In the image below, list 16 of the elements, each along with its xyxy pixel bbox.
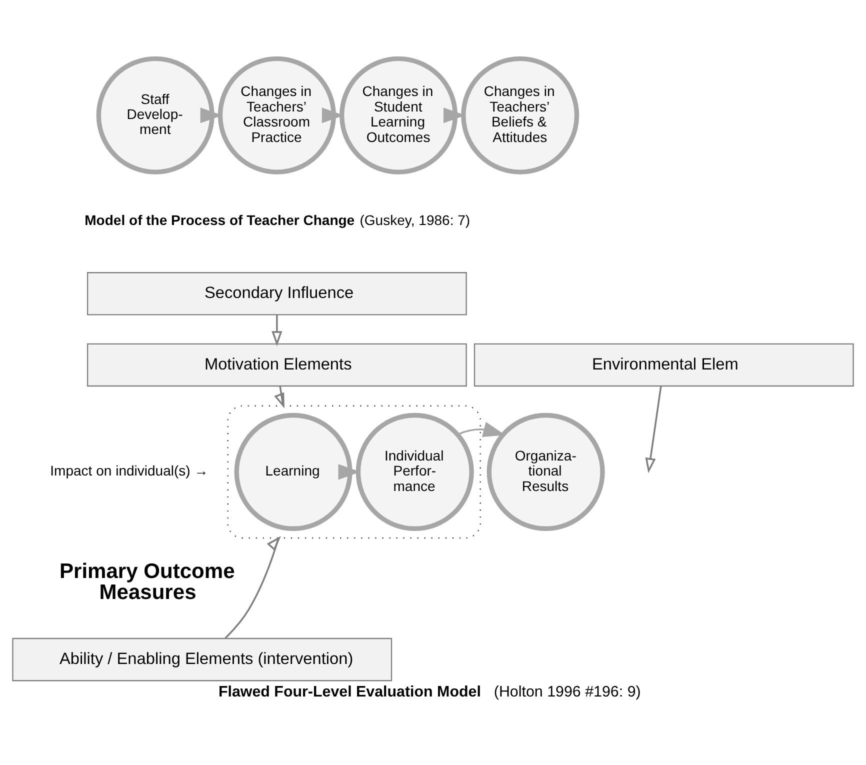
label: Model of the Process of Teacher Change (Guskey, 1986: 7)	[84, 212, 470, 228]
arrow	[224, 536, 281, 639]
node-circle: Changes in Teachers’ Beliefs & Attitudes	[461, 56, 580, 174]
node-box: Ability / Enabling Elements (intervention)	[12, 638, 392, 682]
arrow	[645, 386, 662, 474]
node-box: Motivation Elements	[86, 343, 467, 387]
label: Primary Outcome Measures	[59, 560, 235, 604]
arrow	[272, 314, 282, 346]
node-box: Environmental Elem	[474, 343, 854, 387]
arrow	[274, 386, 284, 408]
node-circle: Organiza- tional Results	[486, 412, 605, 531]
node-circle: Individual Perfor- mance	[356, 412, 474, 531]
cluster	[227, 405, 481, 539]
node-box: Secondary Influence	[86, 272, 467, 316]
label: Impact on individual(s) →	[50, 462, 208, 479]
caption: Flawed Four-Level Evaluation Model (Holton 1996 #196: 9)	[218, 683, 641, 700]
